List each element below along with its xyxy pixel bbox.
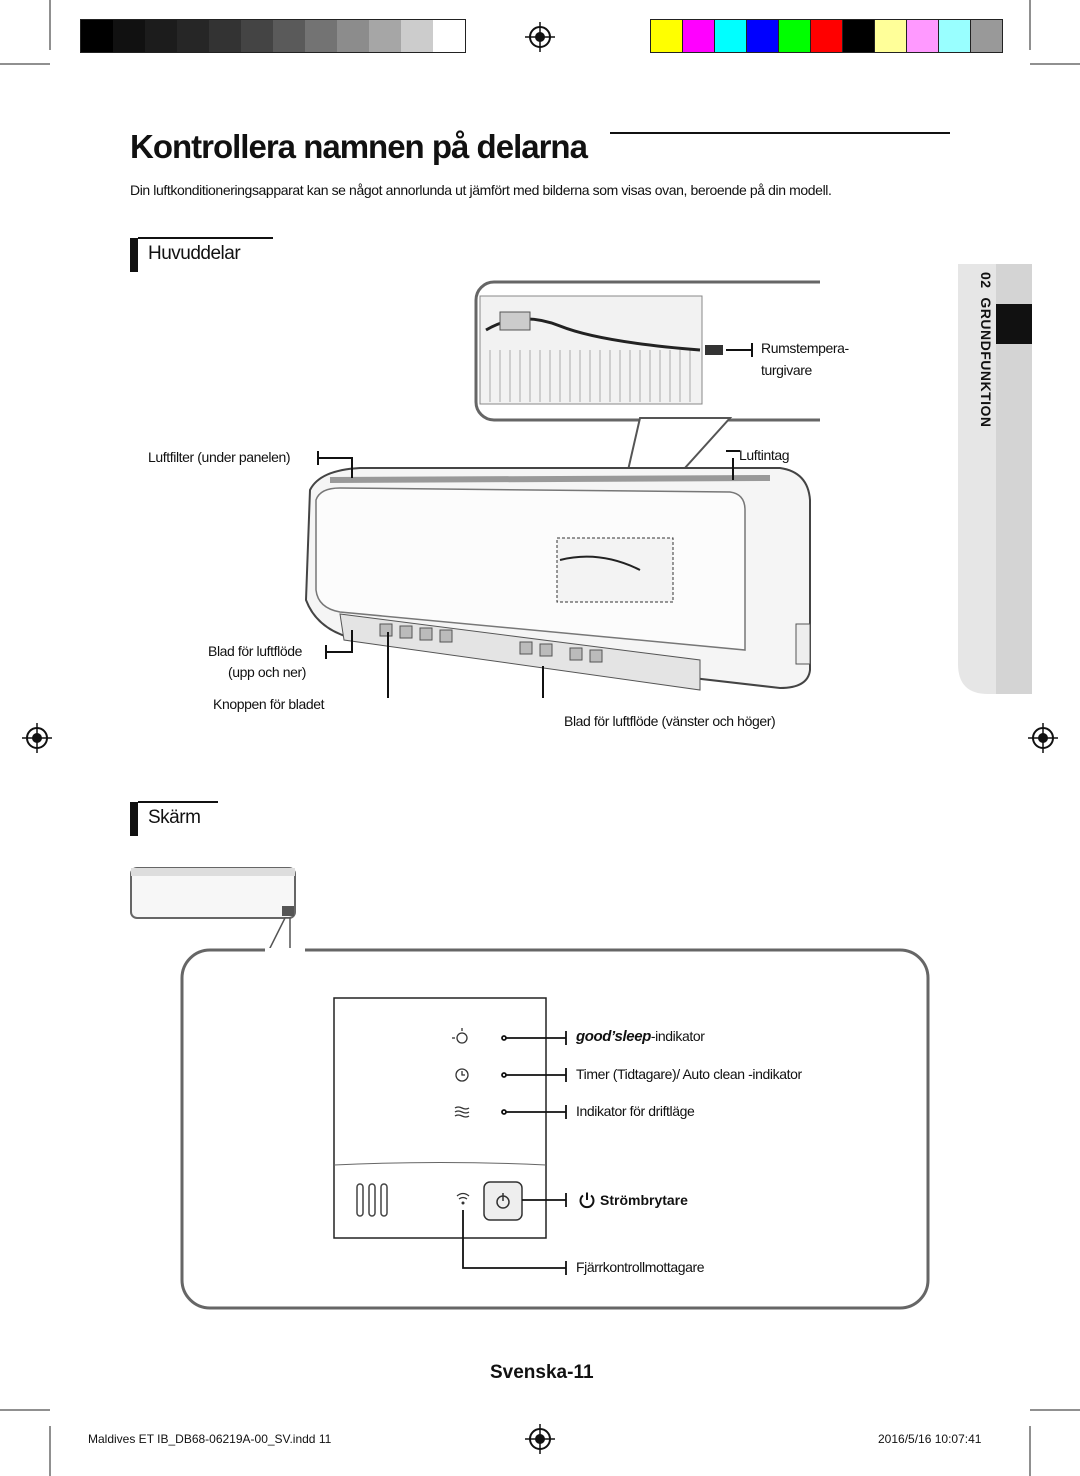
label-blade-updown-line2: (upp och ner) bbox=[228, 664, 307, 680]
color-swatch bbox=[843, 20, 875, 52]
gray-swatch bbox=[273, 20, 305, 52]
display-panel-illustration bbox=[130, 867, 930, 1310]
intro-text: Din luftkonditioneringsapparat kan se nå… bbox=[130, 182, 832, 198]
side-tab-label: 02 GRUNDFUNKTION bbox=[964, 272, 994, 452]
label-blade-button: Knoppen för bladet bbox=[213, 696, 325, 712]
label-mode-indicator: Indikator för driftläge bbox=[576, 1103, 695, 1119]
gray-swatch bbox=[305, 20, 337, 52]
section-rule bbox=[138, 237, 273, 239]
label-blade-leftright: Blad för luftflöde (vänster och höger) bbox=[564, 713, 776, 729]
gray-swatch bbox=[113, 20, 145, 52]
title-rule bbox=[610, 132, 950, 134]
registration-mark-icon bbox=[22, 723, 52, 753]
label-remote-receiver: Fjärrkontrollmottagare bbox=[576, 1259, 705, 1275]
footer-file-name: Maldives ET IB_DB68-06219A-00_SV.indd 11 bbox=[88, 1432, 332, 1446]
section-heading-main-parts: Huvuddelar bbox=[148, 243, 241, 264]
page-title: Kontrollera namnen på delarna bbox=[130, 128, 588, 165]
label-room-temp-sensor-line2: turgivare bbox=[761, 362, 812, 378]
color-swatch bbox=[715, 20, 747, 52]
gray-swatch bbox=[369, 20, 401, 52]
color-swatch bbox=[939, 20, 971, 52]
color-swatch bbox=[907, 20, 939, 52]
gray-swatch bbox=[81, 20, 113, 52]
color-swatch bbox=[875, 20, 907, 52]
color-swatch bbox=[683, 20, 715, 52]
registration-mark-icon bbox=[525, 1424, 555, 1454]
chapter-side-tab bbox=[958, 264, 1032, 694]
good-sleep-suffix: -indikator bbox=[650, 1028, 705, 1044]
gray-swatch-strip bbox=[80, 19, 466, 53]
section-marker bbox=[130, 238, 138, 272]
gray-swatch bbox=[337, 20, 369, 52]
registration-mark-icon bbox=[1028, 723, 1058, 753]
label-blade-updown-line1: Blad för luftflöde bbox=[208, 643, 302, 659]
label-air-intake: Luftintag bbox=[739, 447, 790, 463]
power-switch-text: Strömbrytare bbox=[600, 1192, 688, 1208]
section-heading-display: Skärm bbox=[148, 807, 201, 828]
side-tab-number: 02 bbox=[978, 272, 994, 289]
gray-swatch bbox=[145, 20, 177, 52]
gray-swatch bbox=[209, 20, 241, 52]
good-sleep-brand: good’sleep bbox=[576, 1028, 651, 1045]
side-tab-text: GRUNDFUNKTION bbox=[978, 297, 994, 428]
color-swatch bbox=[779, 20, 811, 52]
gray-swatch bbox=[177, 20, 209, 52]
label-air-filter: Luftfilter (under panelen) bbox=[148, 449, 291, 465]
label-power-switch: Strömbrytare bbox=[578, 1191, 688, 1209]
color-swatch bbox=[971, 20, 1002, 52]
label-good-sleep-indicator: good’sleep-indikator bbox=[576, 1028, 705, 1045]
registration-mark-icon bbox=[525, 22, 555, 52]
color-swatch bbox=[811, 20, 843, 52]
indoor-unit-illustration bbox=[304, 280, 820, 698]
label-timer-indicator: Timer (Tidtagare)/ Auto clean -indikator bbox=[576, 1066, 802, 1082]
section-rule bbox=[138, 801, 218, 803]
power-icon bbox=[579, 1192, 595, 1209]
section-marker bbox=[130, 802, 138, 836]
color-swatch-strip bbox=[650, 19, 1003, 53]
gray-swatch bbox=[241, 20, 273, 52]
color-swatch bbox=[651, 20, 683, 52]
color-swatch bbox=[747, 20, 779, 52]
footer-timestamp: 2016/5/16 10:07:41 bbox=[878, 1432, 982, 1446]
gray-swatch bbox=[433, 20, 465, 52]
gray-swatch bbox=[401, 20, 433, 52]
label-room-temp-sensor-line1: Rumstempera- bbox=[761, 340, 849, 356]
page-number: Svenska-11 bbox=[490, 1362, 594, 1383]
